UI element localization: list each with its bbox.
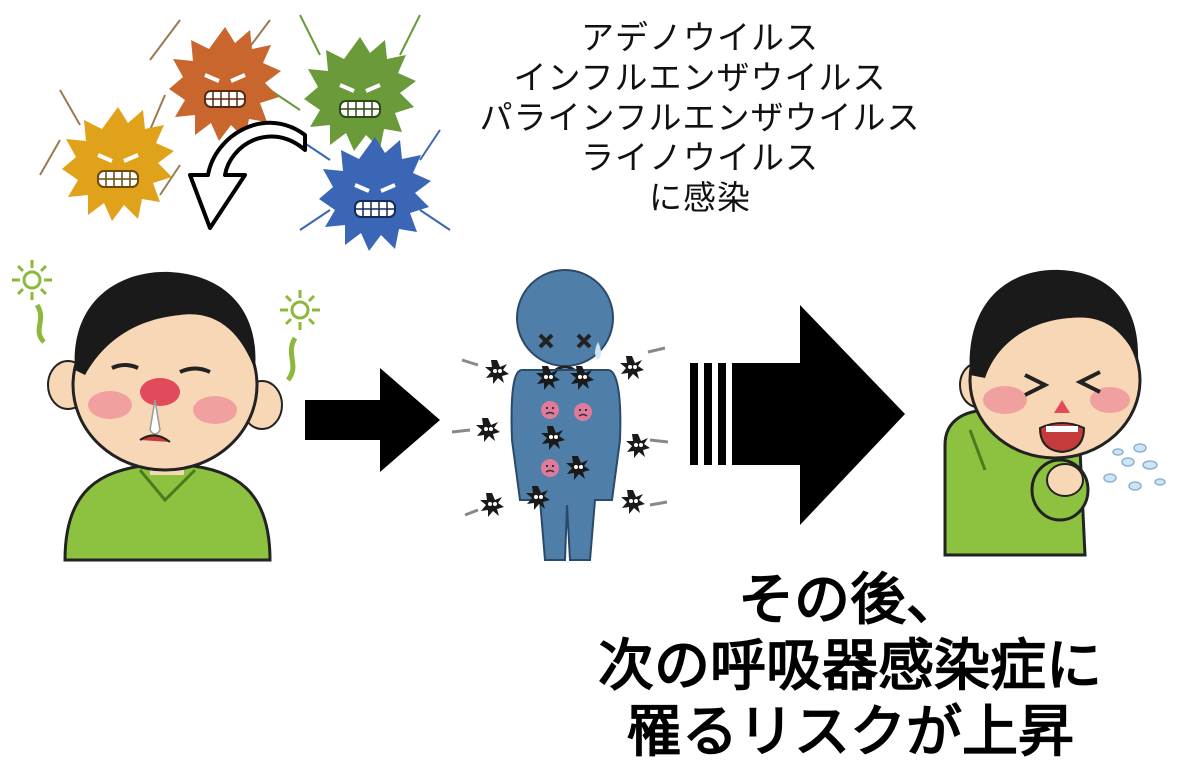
arrow-small-icon [305, 368, 440, 472]
caption-line-1: その後、 [738, 568, 962, 633]
virus-yellow-icon [62, 107, 174, 221]
arrow-large-icon [690, 305, 905, 525]
infected-body-figure [451, 269, 669, 561]
virus-name: インフルエンザウイルス [513, 58, 887, 97]
caption-line-3: 罹るリスクが上昇 [626, 700, 1074, 765]
virus-name: アデノウイルス [581, 18, 819, 57]
virus-green-icon [304, 37, 416, 151]
caption-line-2: 次の呼吸器感染症に [598, 634, 1102, 699]
sick-person-runny-nose [12, 260, 320, 562]
germ-left-icon [12, 260, 52, 344]
virus-blue-icon [319, 137, 431, 251]
risk-caption: その後、 次の呼吸器感染症に 罹るリスクが上昇 [545, 568, 1155, 766]
sick-person-coughing [943, 269, 1166, 557]
virus-name: ライノウイルス [581, 138, 819, 177]
virus-orange-icon [169, 27, 281, 141]
infection-suffix: に感染 [649, 178, 751, 217]
germ-right-icon [280, 290, 320, 382]
infection-virus-list: アデノウイルス インフルエンザウイルス パラインフルエンザウイルス ライノウイル… [440, 18, 960, 218]
curved-arrow-icon [188, 120, 307, 230]
virus-name: パラインフルエンザウイルス [479, 98, 921, 137]
cough-droplets-icon [1103, 443, 1166, 491]
virus-group [39, 14, 451, 251]
